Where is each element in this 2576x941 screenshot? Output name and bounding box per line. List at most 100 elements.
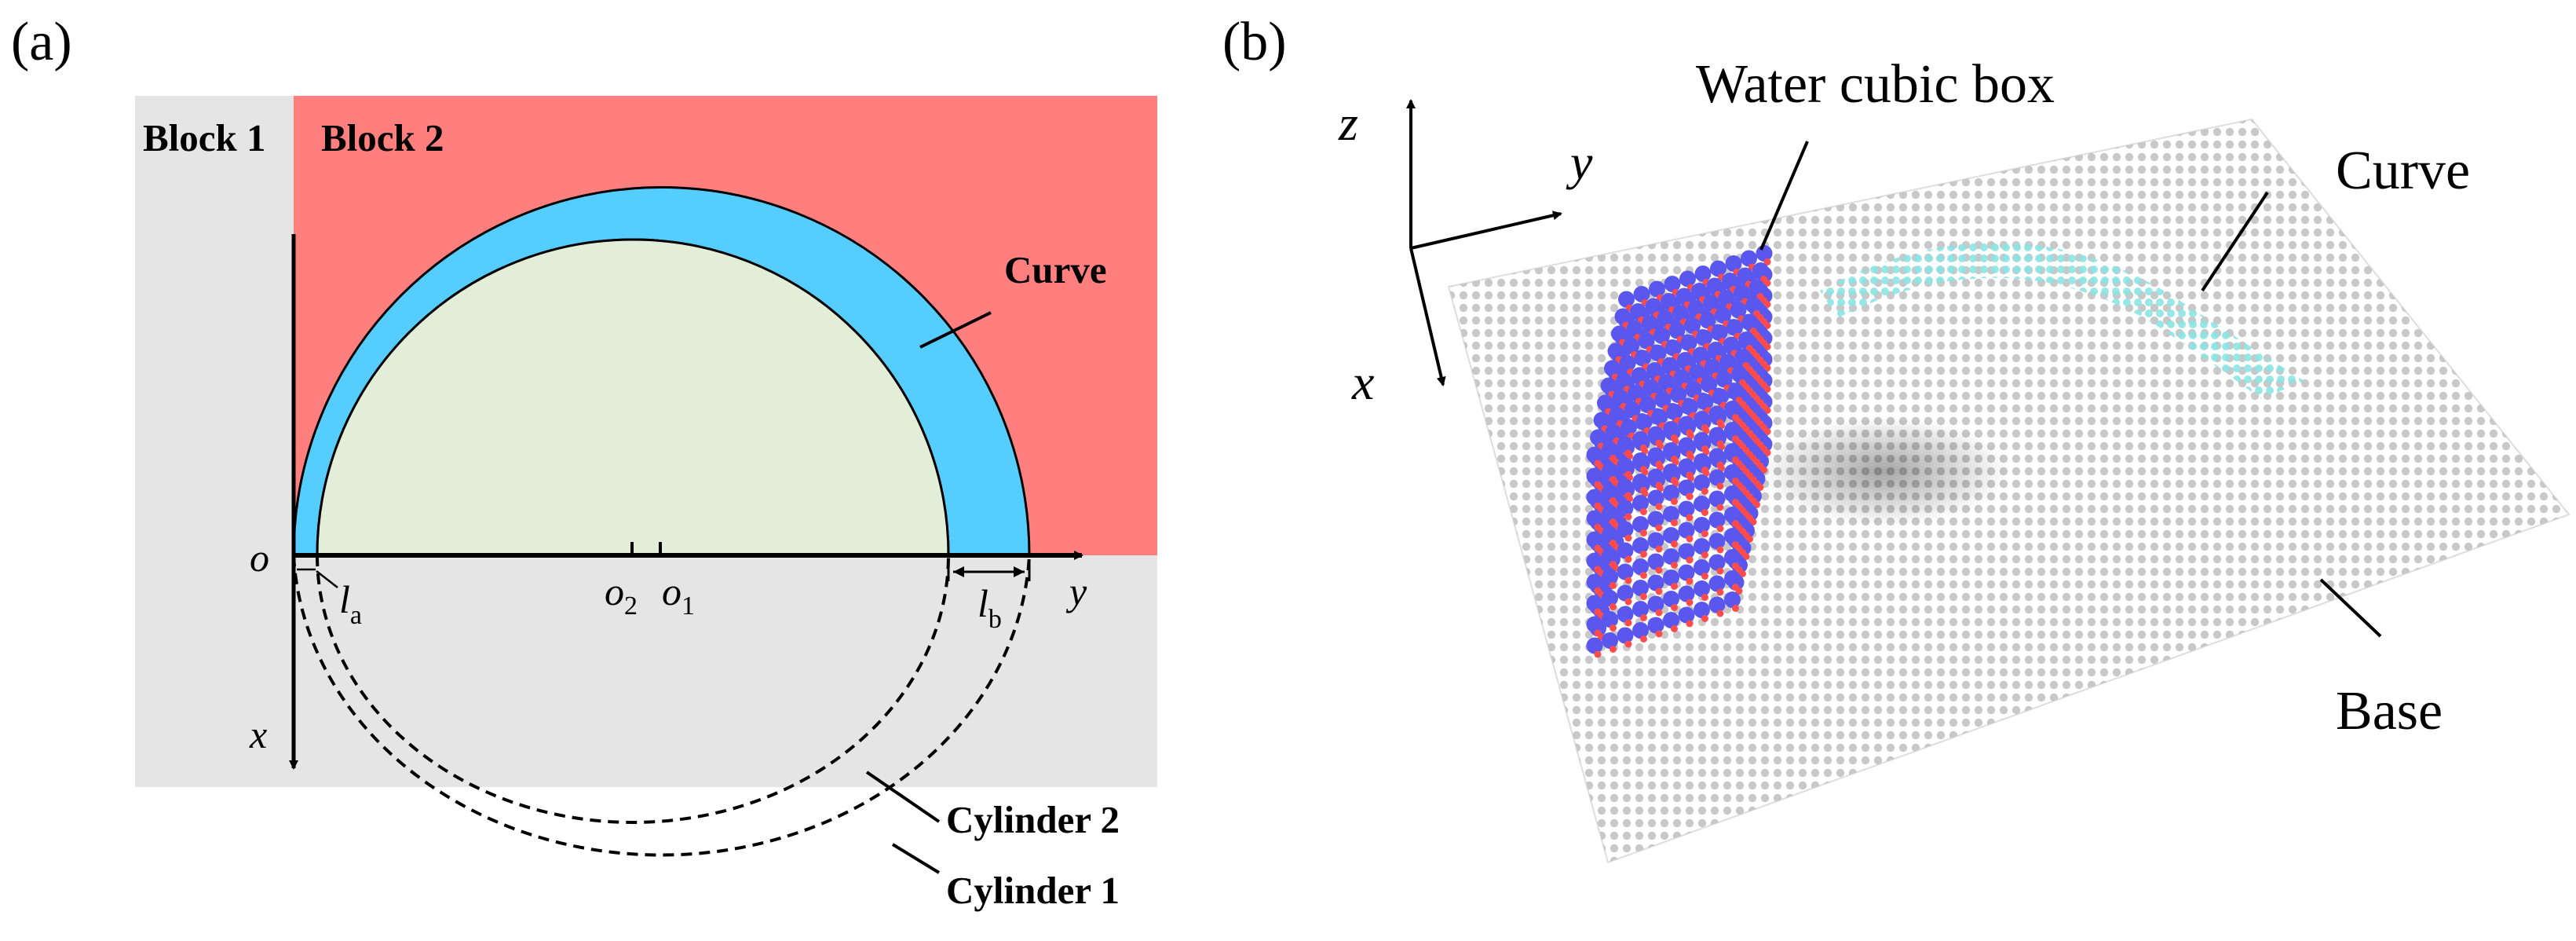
water-molecule [1724,549,1741,566]
hydrogen-atom [1655,630,1663,638]
hydrogen-atom [1716,419,1724,427]
water-molecule [1586,467,1603,485]
water-molecule [1586,531,1603,548]
hydrogen-atom [1610,518,1617,525]
water-molecule [1604,360,1621,377]
hydrogen-atom [1655,609,1663,617]
water-molecule [1708,511,1726,529]
hydrogen-atom [1732,520,1739,527]
hydrogen-atom [1610,624,1617,632]
water-molecule [1632,580,1649,596]
hydrogen-atom [1701,445,1708,452]
curve-label-b: Curve [2336,141,2470,201]
water-molecule [1632,601,1649,617]
water-molecule [1617,521,1634,538]
hydrogen-atom [1671,456,1678,463]
water-molecule [1647,617,1664,634]
water-molecule [1723,336,1740,353]
hydrogen-atom [1686,471,1694,479]
water-molecule [1661,293,1677,309]
water-molecule [1586,510,1603,527]
hydrogen-atom [1701,424,1708,431]
water-molecule [1586,573,1603,591]
water-molecule [1623,338,1639,354]
water-molecule [1602,441,1618,458]
water-molecule [1706,277,1723,295]
curve-leader [919,311,992,349]
cylinder2-label: Cylinder 2 [946,798,1120,841]
water-molecule [1609,407,1625,423]
water-molecule [1678,458,1695,475]
water-molecule [1730,302,1747,319]
water-molecule [1711,324,1728,341]
block2-label: Block 2 [321,116,444,159]
water-molecule [1708,469,1726,486]
water-molecule [1694,602,1710,618]
water-molecule [1617,500,1634,517]
lb-dimension [947,559,1031,581]
water-molecule [1663,591,1679,607]
water-molecule [1650,345,1667,361]
water-molecule [1663,421,1679,438]
water-molecule [1663,463,1679,480]
water-molecule [1632,495,1649,511]
hydrogen-atom [1749,328,1757,335]
water-molecule [1687,300,1705,317]
water-molecule [1684,317,1701,334]
water-molecule [1638,332,1655,350]
water-molecule [1699,312,1716,329]
hydrogen-atom [1640,508,1647,515]
water-molecule [1628,384,1644,401]
hydrogen-atom [1610,455,1617,462]
water-molecule [1678,500,1695,518]
water-molecule [1632,558,1649,575]
water-molecule [1621,419,1637,436]
water-molecule [1663,612,1679,628]
water-molecule [1602,547,1618,564]
cylinder1-dashed [292,555,1031,857]
hydrogen-atom [1655,524,1663,532]
hydrogen-atom [1753,310,1760,317]
water-molecule [1658,374,1675,391]
water-molecule [1611,325,1628,342]
water-molecule [1663,569,1679,586]
water-molecule [1632,516,1649,533]
water-molecule [1586,552,1603,569]
hydrogen-atom [1594,460,1602,467]
axis-z-label: z [1338,95,1358,151]
hydrogen-atom [1716,440,1724,448]
water-molecule [1745,297,1762,313]
water-molecule [1708,554,1726,571]
water-molecule [1586,446,1603,463]
water-molecule [1617,478,1634,496]
hydrogen-atom [1732,414,1739,421]
water-molecule [1678,564,1695,581]
hydrogen-atom [1594,523,1602,531]
water-molecule [1692,346,1709,364]
water-molecule [1618,291,1635,308]
water-molecule [1712,388,1729,405]
hydrogen-atom [1701,615,1708,622]
hydrogen-atom [1624,577,1632,584]
hydrogen-atom [1624,470,1632,478]
y-axis-label: y [1065,569,1087,613]
water-molecule [1617,627,1634,644]
water-molecule [1647,532,1664,549]
hydrogen-atom [1701,551,1708,558]
hydrogen-atom [1624,449,1632,457]
water-molecule [1678,437,1695,454]
water-molecule [1716,371,1733,388]
panel-a: (a) Bloc [11,12,1157,912]
hydrogen-atom [1671,540,1678,547]
x-axis-label: x [249,712,267,756]
water-molecule [1694,517,1710,533]
water-molecule [1696,329,1712,346]
hydrogen-atom [1686,577,1694,585]
water-molecule [1724,507,1741,523]
curve-label-a: Curve [1004,248,1107,291]
water-molecule [1633,286,1650,302]
water-molecule [1642,379,1660,396]
hydrogen-atom [1624,492,1632,500]
water-molecule [1647,447,1664,464]
